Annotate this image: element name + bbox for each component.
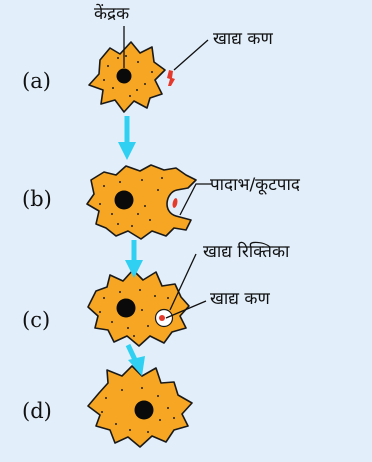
food-vacuole-leader-line [169,253,197,311]
pseudopodia-label: पादाभ/कूटपाद [210,175,301,195]
food-particle-b [172,198,178,208]
food-particle-a-label: खाद्य कण [213,29,273,49]
food-particle-a [167,70,175,86]
nucleus-d [134,400,154,420]
stage-label-d: (d) [22,399,52,423]
arrow-c-to-d [125,343,145,376]
pseudopodia-leader-line [179,183,212,216]
amoeba-body-c [87,269,190,347]
arrow-b-to-c [125,240,143,278]
amoeba-body-b [86,164,197,240]
stage-label-b: (b) [22,187,52,211]
stage-label-c: (c) [22,308,50,332]
nucleus-a [116,68,132,84]
food-particle-c [159,315,165,321]
nucleus-b [114,190,134,210]
nucleus-c [116,298,136,318]
stage-label-a: (a) [22,69,51,93]
cytoplasm-granules-b [99,177,163,227]
amoeba-stage-b [86,164,197,240]
food-particle-c-label: खाद्य कण [210,289,270,309]
food-particle-a-leader-line [173,39,209,71]
food-particle-c-leader-line [165,300,207,319]
cytoplasm-granules-d [101,387,175,433]
cytoplasm-granules-a [103,55,153,97]
amoeba-stage-c [87,269,190,347]
cytoplasm-granules-c [99,289,169,337]
nucleus-label: केंद्रक [94,3,130,24]
arrow-a-to-b [118,116,136,160]
amoeba-stage-d [87,365,193,448]
amoeba-stage-a [88,41,175,113]
food-vacuole-label: खाद्य रिक्तिका [203,241,290,262]
